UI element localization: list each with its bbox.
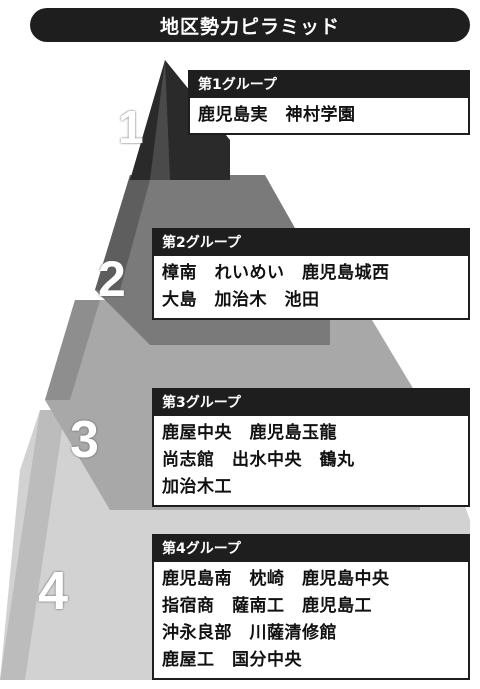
group-4-line: 鹿児島南 枕崎 鹿児島中央 <box>162 569 390 589</box>
page-title: 地区勢力ピラミッド <box>30 8 470 42</box>
group-2-body: 樟南 れいめい 鹿児島城西 大島 加治木 池田 <box>154 256 468 318</box>
group-1-box: 第1グループ 鹿児島実 神村学園 <box>188 70 470 135</box>
page-title-text: 地区勢力ピラミッド <box>159 15 340 38</box>
group-2-line: 樟南 れいめい 鹿児島城西 <box>162 263 390 283</box>
tier-3-shade <box>45 300 100 400</box>
group-4-label: 第4グループ <box>154 536 468 562</box>
group-4-body: 鹿児島南 枕崎 鹿児島中央 指宿商 薩南工 鹿児島工 沖永良部 川薩清修館 鹿屋… <box>154 562 468 678</box>
group-3-line: 鹿屋中央 鹿児島玉龍 <box>162 423 337 443</box>
tier-4-shade <box>0 410 65 680</box>
group-3-box: 第3グループ 鹿屋中央 鹿児島玉龍 尚志館 出水中央 鶴丸 加治木工 <box>152 388 470 507</box>
group-2-line: 大島 加治木 池田 <box>162 290 320 310</box>
group-4-line: 沖永良部 川薩清修館 <box>162 623 337 643</box>
group-1-body: 鹿児島実 神村学園 <box>190 98 468 133</box>
tier-2-shade <box>95 175 150 290</box>
tier-2-number: 2 <box>98 251 126 307</box>
group-3-line: 尚志館 出水中央 鶴丸 <box>162 450 355 470</box>
tier-3-number: 3 <box>70 411 99 469</box>
group-1-line: 鹿児島実 神村学園 <box>198 105 356 125</box>
group-4-box: 第4グループ 鹿児島南 枕崎 鹿児島中央 指宿商 薩南工 鹿児島工 沖永良部 川… <box>152 534 470 680</box>
group-2-box: 第2グループ 樟南 れいめい 鹿児島城西 大島 加治木 池田 <box>152 228 470 320</box>
group-3-label: 第3グループ <box>154 390 468 416</box>
tier-1-number: 1 <box>118 101 144 153</box>
group-4-line: 指宿商 薩南工 鹿児島工 <box>162 596 372 616</box>
group-3-body: 鹿屋中央 鹿児島玉龍 尚志館 出水中央 鶴丸 加治木工 <box>154 416 468 505</box>
group-4-line: 鹿屋工 国分中央 <box>162 650 302 670</box>
tier-1-highlight <box>150 60 170 180</box>
group-2-label: 第2グループ <box>154 230 468 256</box>
group-3-line: 加治木工 <box>162 477 232 497</box>
group-1-label: 第1グループ <box>190 72 468 98</box>
tier-4-number: 4 <box>38 561 69 621</box>
